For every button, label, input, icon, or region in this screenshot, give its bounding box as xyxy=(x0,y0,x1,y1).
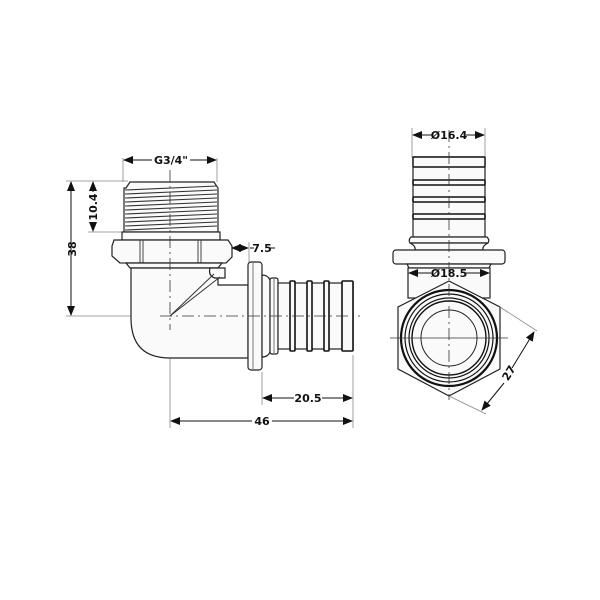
dimension-thread-size: G3/4" xyxy=(123,154,217,167)
centerlines xyxy=(160,170,360,330)
dimension-overall-length: 46 xyxy=(170,415,353,428)
dimension-pex-tail: 20.5 xyxy=(262,392,353,405)
dimension-pex-od: Ø16.4 xyxy=(412,129,485,142)
male-thread xyxy=(121,181,221,241)
dim-label-offset: 7.5 xyxy=(252,242,272,255)
dim-label-collar-od: Ø18.5 xyxy=(431,267,468,280)
dimension-overall-height: 38 xyxy=(66,181,79,316)
dimension-collar-od: Ø18.5 xyxy=(408,267,490,280)
dim-label-thread: G3/4" xyxy=(154,154,188,167)
end-view: Ø16.4 Ø18.5 27 xyxy=(390,128,538,415)
centerlines-end xyxy=(390,130,508,400)
side-view: G3/4" 38 10.4 7.5 20.5 46 xyxy=(66,154,360,428)
dim-label-thread-length: 10.4 xyxy=(87,193,100,220)
dimension-nut-offset: 7.5 xyxy=(231,242,275,255)
dim-label-hex: 27 xyxy=(499,363,518,383)
hex-nut xyxy=(111,239,233,269)
dim-label-length: 46 xyxy=(254,415,270,428)
dim-label-pex-od: Ø16.4 xyxy=(431,129,468,142)
dim-label-height: 38 xyxy=(66,241,79,256)
dim-label-tail: 20.5 xyxy=(294,392,321,405)
elbow-body xyxy=(130,267,249,359)
dimension-thread-length: 10.4 xyxy=(87,181,100,232)
